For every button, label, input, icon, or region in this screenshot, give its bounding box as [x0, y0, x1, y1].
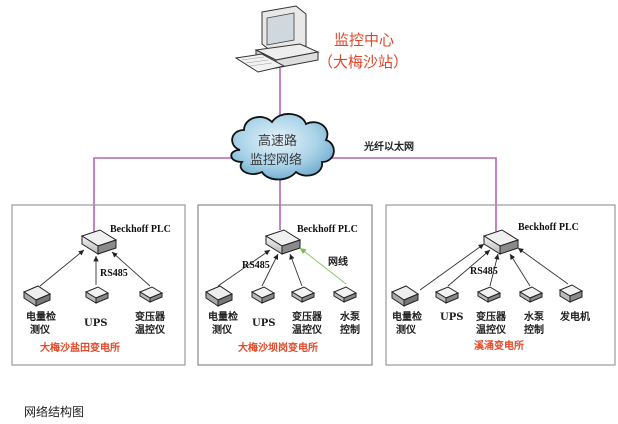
- device-label: 发电机: [559, 310, 590, 323]
- device-label: 温控仪: [476, 323, 507, 336]
- generator-device-icon: [558, 284, 584, 303]
- rs485-link: [111, 251, 151, 287]
- station-name: 溪涌变电所: [474, 339, 524, 352]
- plc-icon: [264, 229, 302, 255]
- device-label: 水泵: [339, 310, 361, 323]
- device-label: UPS: [252, 318, 275, 329]
- device-label: 水泵: [523, 310, 545, 323]
- ups-device-icon: [84, 286, 110, 304]
- fiber-ethernet-label: 光纤以太网: [363, 140, 414, 153]
- station-name: 大梅沙坝岗变电所: [238, 341, 318, 354]
- device-label: 变压器: [135, 310, 166, 323]
- rs485-link: [509, 253, 531, 287]
- station-3: Beckhoff PLC RS485: [390, 222, 590, 352]
- rs485-label: RS485: [470, 266, 498, 277]
- transformer-monitor-device-icon: [476, 286, 502, 303]
- station-box-2: [197, 204, 373, 366]
- cloud-icon: [230, 113, 335, 181]
- device-label: 电量检: [26, 310, 56, 323]
- pump-control-device-icon: [332, 286, 358, 303]
- plc-icon: [482, 229, 520, 255]
- plc-icon: [80, 229, 118, 255]
- device-label: 变压器: [292, 310, 323, 323]
- transformer-monitor-device-icon: [290, 286, 316, 303]
- station-box-3: [385, 204, 616, 366]
- ups-device-icon: [434, 286, 460, 304]
- device-label: 测仪: [30, 323, 51, 336]
- device-label: 温控仪: [292, 323, 323, 336]
- rs485-link: [447, 249, 491, 287]
- ups-device-icon: [250, 286, 276, 304]
- link-cloud-to-station-3: [330, 157, 497, 232]
- plc-label: Beckhoff PLC: [110, 224, 171, 235]
- device-label: 温控仪: [135, 323, 166, 336]
- device-label: 电量检: [208, 310, 238, 323]
- device-label: 电量检: [392, 310, 422, 323]
- rs485-link: [261, 253, 279, 287]
- ethernet-link: [299, 247, 347, 285]
- meter-device-icon: [204, 285, 234, 307]
- rs485-link: [217, 249, 271, 287]
- monitor-center-title: 监控中心: [334, 31, 394, 49]
- device-label: 控制: [524, 323, 544, 336]
- station-box-1: [11, 204, 186, 366]
- rs485-link: [489, 253, 500, 287]
- rs485-link: [39, 249, 85, 287]
- station-1: Beckhoff PLC RS485 电量检 测仪 UPS 变压器 温控仪 大梅…: [22, 224, 171, 354]
- monitor-center-subtitle: （大梅沙站）: [318, 53, 408, 71]
- rs485-link: [419, 243, 485, 291]
- ethernet-label: 网线: [328, 255, 348, 268]
- transformer-monitor-device-icon: [138, 286, 164, 303]
- computer-icon: [234, 5, 320, 73]
- meter-device-icon: [22, 285, 52, 307]
- device-label: 测仪: [396, 323, 417, 336]
- meter-device-icon: [390, 285, 420, 307]
- device-label: 变压器: [476, 310, 507, 323]
- rs485-label: RS485: [100, 268, 128, 279]
- rs485-link: [517, 247, 569, 285]
- figure-caption: 网络结构图: [24, 405, 85, 419]
- device-label: UPS: [440, 312, 463, 323]
- rs485-link: [289, 253, 303, 287]
- cloud-label-line2: 监控网络: [250, 152, 302, 168]
- link-cloud-to-station-1: [93, 157, 240, 232]
- device-label: 控制: [340, 323, 360, 336]
- device-label: UPS: [84, 318, 107, 329]
- cloud-label-line1: 高速路: [258, 133, 297, 149]
- station-2: Beckhoff PLC RS485 网线 电量检: [204, 224, 361, 354]
- rs485-label: RS485: [242, 260, 270, 271]
- plc-label: Beckhoff PLC: [518, 222, 579, 233]
- backbone-links: [93, 68, 497, 232]
- pump-control-device-icon: [518, 286, 544, 303]
- plc-label: Beckhoff PLC: [297, 224, 358, 235]
- device-label: 测仪: [212, 323, 233, 336]
- station-name: 大梅沙盐田变电所: [40, 341, 120, 354]
